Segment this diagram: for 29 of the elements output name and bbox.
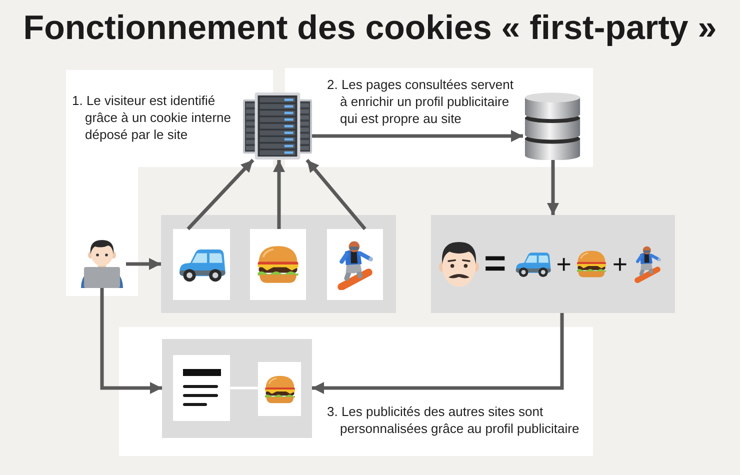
step-panel xyxy=(119,327,593,456)
step-panel xyxy=(285,68,593,167)
arrow xyxy=(100,288,162,394)
page-group-panel xyxy=(161,215,396,313)
arrow xyxy=(312,130,523,142)
arrow xyxy=(306,158,366,230)
step-text: 2. Les pages consultées servent à enrichir un profil publicitaire qui est propre au site xyxy=(327,76,514,127)
step-text: 3. Les publicités des autres sites sont personnalisées grâce au profil publicitaire xyxy=(327,403,580,437)
server-rack-icon xyxy=(243,92,312,160)
step-text: 1. Le visiteur est identifié grâce à un cookie interne déposé par le site xyxy=(72,92,232,143)
plus-sign: + xyxy=(612,251,628,277)
picture-card xyxy=(258,362,301,416)
web-page-panel xyxy=(162,339,312,438)
title: Fonctionnement des cookies « first-party » xyxy=(23,8,717,49)
connector-line xyxy=(230,386,258,390)
profile-panel xyxy=(431,215,675,313)
picture-card xyxy=(173,355,230,421)
plus-sign: + xyxy=(556,251,572,277)
database-icon xyxy=(523,92,582,160)
picture-card xyxy=(327,229,383,300)
arrow xyxy=(547,160,559,215)
arrow xyxy=(186,158,254,230)
picture-card xyxy=(173,229,230,300)
equals-sign: = xyxy=(484,245,506,283)
arrow xyxy=(312,313,564,394)
picture-card xyxy=(250,229,306,300)
arrow xyxy=(126,258,161,270)
person-with-laptop-icon xyxy=(78,238,126,288)
arrow xyxy=(273,160,285,229)
